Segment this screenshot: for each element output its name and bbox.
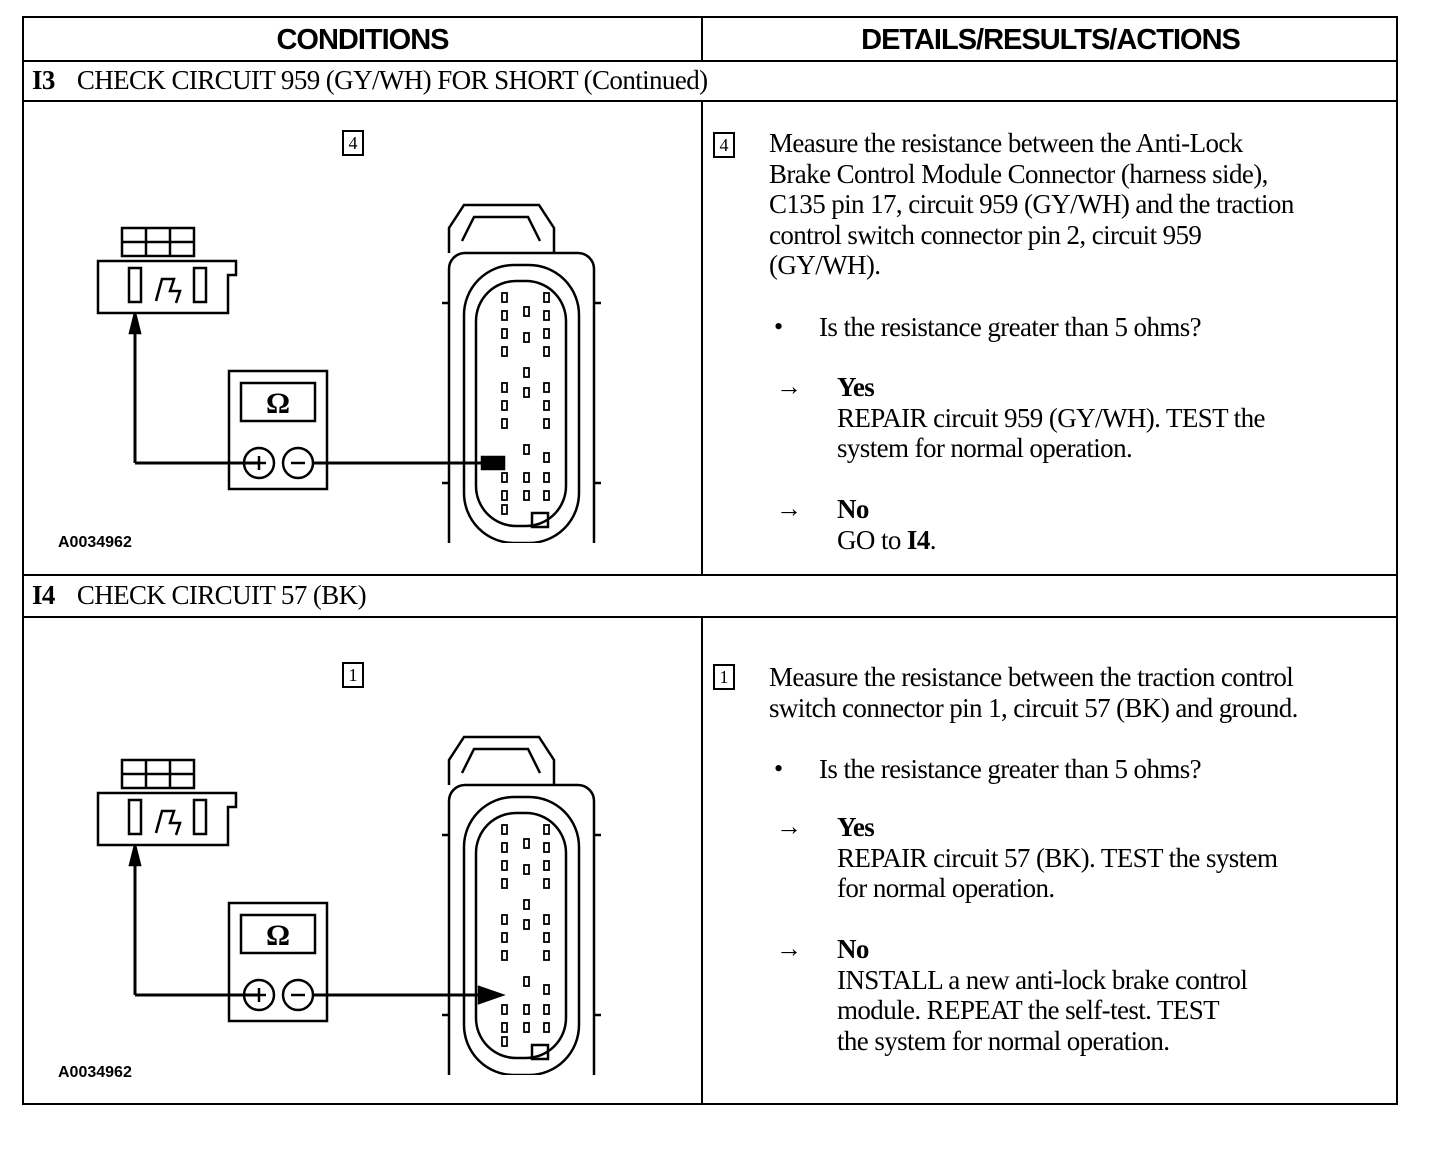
yes-action-line: REPAIR circuit 57 (BK). TEST the system (837, 842, 1278, 873)
yes-label: Yes (837, 372, 875, 402)
arrow-right-icon: → (776, 494, 802, 523)
question-text: Is the resistance greater than 5 ohms? (819, 312, 1202, 342)
instruction-line: (GY/WH). (769, 250, 881, 280)
instruction-text: Measure the resistance between the Anti-… (769, 128, 1294, 281)
step-id: I3 (32, 65, 55, 95)
ohm-symbol: Ω (266, 387, 290, 420)
figure-id: A0034962 (58, 534, 132, 551)
bullet-icon: • (774, 754, 784, 783)
instruction-line: switch connector pin 1, circuit 57 (BK) … (769, 692, 1298, 723)
arrow-right-icon: → (776, 372, 802, 401)
row-divider (24, 100, 1396, 102)
no-action-line: INSTALL a new anti-lock brake control (837, 964, 1248, 995)
step-title-text: CHECK CIRCUIT 959 (GY/WH) FOR SHORT (Con… (76, 65, 708, 95)
column-divider (701, 102, 703, 576)
no-result: No INSTALL a new anti-lock brake control… (837, 934, 1248, 1056)
yes-result: Yes REPAIR circuit 959 (GY/WH). TEST the… (837, 372, 1265, 464)
arrow-right-icon: → (776, 812, 802, 841)
wiring-diagram: Ω (96, 735, 601, 1075)
instruction-line: Brake Control Module Connector (harness … (769, 158, 1268, 189)
row-divider (24, 574, 1396, 576)
instruction-number-box: 4 (713, 132, 735, 158)
ohmmeter (227, 901, 329, 1023)
ohmmeter (227, 369, 329, 491)
instruction-text: Measure the resistance between the tract… (769, 662, 1298, 723)
yes-label: Yes (837, 812, 875, 842)
goto-step-ref: I4 (906, 524, 930, 555)
module-connector-latch (447, 203, 556, 253)
no-result: No GO to I4. (837, 494, 936, 555)
probe-arrow-icon (477, 985, 506, 1005)
question-text: Is the resistance greater than 5 ohms? (819, 754, 1202, 784)
module-connector (447, 783, 596, 1075)
figure-number-box: 1 (342, 662, 364, 688)
figure-number-box: 4 (342, 130, 364, 156)
no-label: No (837, 934, 869, 964)
step-title-i4: I4 CHECK CIRCUIT 57 (BK) (32, 580, 367, 611)
module-connector-latch (447, 735, 556, 785)
instruction-number-box: 1 (713, 664, 735, 690)
switch-connector (96, 791, 238, 847)
meter-plus-terminal (242, 446, 276, 480)
header-divider (24, 60, 1396, 62)
instruction-line: Measure the resistance between the Anti-… (769, 128, 1243, 158)
yes-action-line: for normal operation. (837, 873, 1055, 903)
row-divider (24, 616, 1396, 618)
yes-action-line: system for normal operation. (837, 433, 1133, 463)
step-title-text: CHECK CIRCUIT 57 (BK) (76, 580, 367, 610)
column-divider (701, 618, 703, 1105)
meter-plus-terminal (242, 978, 276, 1012)
column-divider (701, 18, 703, 62)
no-action-line: the system for normal operation. (837, 1025, 1170, 1056)
step-id: I4 (32, 580, 55, 610)
ohm-symbol: Ω (266, 919, 290, 952)
wiring-diagram: Ω (96, 203, 601, 543)
no-action-line: module. REPEAT the self-test. TEST (837, 995, 1220, 1025)
probe-tip-icon (128, 844, 142, 867)
no-action-text: GO to (837, 524, 907, 555)
instruction-line: C135 pin 17, circuit 959 (GY/WH) and the… (769, 189, 1294, 219)
no-label: No (837, 494, 869, 524)
instruction-line: control switch connector pin 2, circuit … (769, 219, 1202, 250)
figure-id: A0034962 (58, 1064, 132, 1081)
arrow-right-icon: → (776, 934, 802, 963)
bullet-icon: • (774, 312, 784, 341)
yes-action-line: REPAIR circuit 959 (GY/WH). TEST the (837, 402, 1265, 433)
no-action-suffix: . (929, 524, 937, 555)
probe-tip-icon (128, 312, 142, 335)
instruction-line: Measure the resistance between the tract… (769, 662, 1294, 692)
yes-result: Yes REPAIR circuit 57 (BK). TEST the sys… (837, 812, 1278, 904)
conditions-header: CONDITIONS (276, 23, 449, 56)
switch-connector (96, 259, 238, 315)
step-title-i3: I3 CHECK CIRCUIT 959 (GY/WH) FOR SHORT (C… (32, 65, 708, 96)
no-action-line: GO to I4. (837, 525, 936, 556)
module-connector (447, 251, 596, 543)
details-header: DETAILS/RESULTS/ACTIONS (861, 23, 1241, 56)
